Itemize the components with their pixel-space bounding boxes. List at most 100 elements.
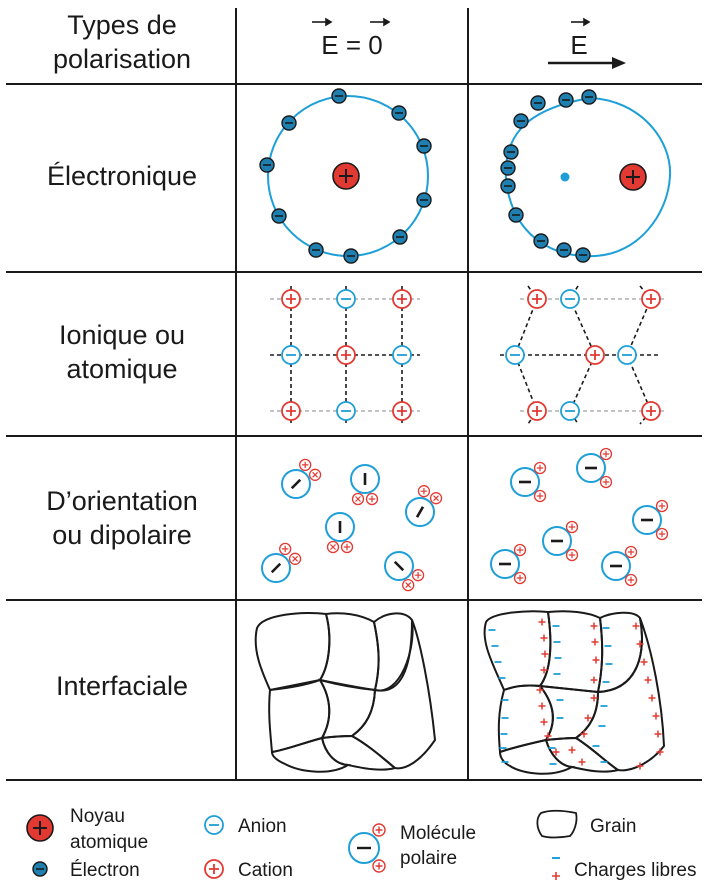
free-charge-plus bbox=[538, 702, 546, 710]
plus-symbol bbox=[330, 544, 336, 550]
plus-symbol bbox=[626, 170, 640, 184]
plus-symbol bbox=[568, 523, 576, 531]
free-charge-plus bbox=[568, 746, 576, 754]
row-label-ionique-line2: atomique bbox=[66, 354, 177, 384]
free-charge-plus bbox=[636, 762, 644, 770]
free-charge-plus bbox=[536, 686, 544, 694]
minus-symbol bbox=[290, 478, 302, 490]
grain-outline bbox=[317, 678, 377, 740]
free-charge-plus bbox=[578, 758, 586, 766]
grain-outline bbox=[254, 611, 331, 692]
plus-symbol bbox=[627, 548, 635, 556]
free-charge-plus bbox=[590, 676, 598, 684]
legend-grain-label: Grain bbox=[590, 816, 636, 837]
minus-symbol bbox=[393, 560, 405, 572]
plus-symbol bbox=[397, 294, 407, 304]
grain-outline bbox=[372, 612, 414, 692]
legend-electron: Électron bbox=[32, 860, 140, 881]
row-label-orientation-line2: ou dipolaire bbox=[52, 520, 192, 550]
free-charge-plus bbox=[540, 634, 548, 642]
free-charge-plus bbox=[540, 718, 548, 726]
vector-arrow-icon bbox=[571, 17, 591, 27]
interfacial-with-field bbox=[483, 610, 666, 775]
minus-symbol bbox=[415, 506, 425, 518]
ionic-with-field bbox=[500, 285, 665, 425]
header-col1-label: E = 0 bbox=[321, 30, 382, 60]
plus-symbol bbox=[646, 406, 656, 416]
plus-symbol bbox=[355, 496, 361, 502]
header-type-line2: polarisation bbox=[53, 44, 191, 74]
plus-symbol bbox=[405, 582, 412, 589]
legend-anion: Anion bbox=[204, 815, 287, 837]
row-label-electronique: Électronique bbox=[47, 161, 197, 191]
plus-symbol bbox=[312, 471, 319, 478]
plus-symbol bbox=[658, 502, 666, 510]
legend-molecule: Molécule polaire bbox=[348, 823, 476, 873]
grain-outline bbox=[544, 736, 621, 773]
electronic-no-field bbox=[259, 88, 432, 264]
header-type-line1: Types de bbox=[67, 10, 177, 40]
free-charge-plus bbox=[541, 650, 549, 658]
plus-symbol bbox=[602, 478, 610, 486]
free-charge-plus bbox=[552, 748, 560, 756]
free-charge-plus bbox=[580, 730, 588, 738]
free-charge-plus bbox=[592, 656, 600, 664]
plus-symbol bbox=[532, 294, 542, 304]
free-charge-plus bbox=[538, 618, 546, 626]
header-e-field: E bbox=[548, 17, 626, 69]
grain-outline bbox=[350, 619, 437, 770]
plus-symbol bbox=[414, 571, 422, 579]
plus-symbol bbox=[397, 406, 407, 416]
grain-outline bbox=[498, 738, 576, 775]
row-label-interfaciale: Interfaciale bbox=[56, 671, 188, 701]
grain-outline bbox=[268, 678, 331, 754]
plus-symbol bbox=[341, 350, 351, 360]
header-col2-label: E bbox=[570, 30, 587, 60]
free-charge-plus bbox=[652, 712, 660, 720]
plus-symbol bbox=[433, 495, 439, 502]
plus-symbol bbox=[568, 551, 576, 559]
field-arrow-icon bbox=[548, 57, 626, 69]
grain-outline bbox=[320, 734, 398, 771]
free-charges bbox=[488, 618, 664, 770]
plus-symbol bbox=[33, 821, 47, 835]
plus-symbol bbox=[286, 294, 296, 304]
plus-symbol bbox=[646, 294, 656, 304]
free-charge-plus bbox=[544, 732, 552, 740]
header-e-zero: E = 0 bbox=[312, 17, 391, 60]
plus-symbol bbox=[552, 872, 560, 880]
plus-symbol bbox=[536, 492, 544, 500]
plus-symbol bbox=[420, 487, 428, 495]
free-charge-plus bbox=[644, 676, 652, 684]
grain-outline bbox=[483, 610, 552, 692]
minus-symbol bbox=[270, 562, 282, 574]
free-charge-plus bbox=[654, 730, 662, 738]
dipolar-with-field bbox=[490, 447, 669, 587]
free-charge-plus bbox=[656, 748, 664, 756]
legend-molecule-line1: Molécule bbox=[400, 823, 476, 844]
free-charge-plus bbox=[590, 622, 598, 630]
deformed-orbit bbox=[504, 96, 672, 258]
grain-outline bbox=[270, 736, 352, 773]
free-charge-plus bbox=[632, 622, 640, 630]
grain-outline bbox=[318, 612, 380, 692]
table-grid bbox=[6, 8, 702, 781]
plus-symbol bbox=[292, 555, 299, 562]
legend-grain: Grain bbox=[536, 809, 636, 839]
grain-icon bbox=[536, 809, 578, 839]
plus-symbol bbox=[375, 862, 383, 870]
free-charge-plus bbox=[584, 714, 592, 722]
free-charge-plus bbox=[648, 694, 656, 702]
grain-outline bbox=[537, 684, 600, 742]
plus-symbol bbox=[281, 545, 289, 553]
legend-charges: Charges libres bbox=[552, 857, 697, 881]
plus-symbol bbox=[339, 169, 353, 183]
vector-arrow-icon bbox=[312, 17, 391, 27]
electronic-with-field bbox=[500, 89, 672, 263]
free-charge-plus bbox=[540, 666, 548, 674]
interfacial-no-field bbox=[254, 611, 437, 773]
plus-symbol bbox=[516, 546, 524, 554]
charge-center-dot bbox=[560, 172, 570, 182]
legend-electron-label: Électron bbox=[70, 860, 140, 881]
